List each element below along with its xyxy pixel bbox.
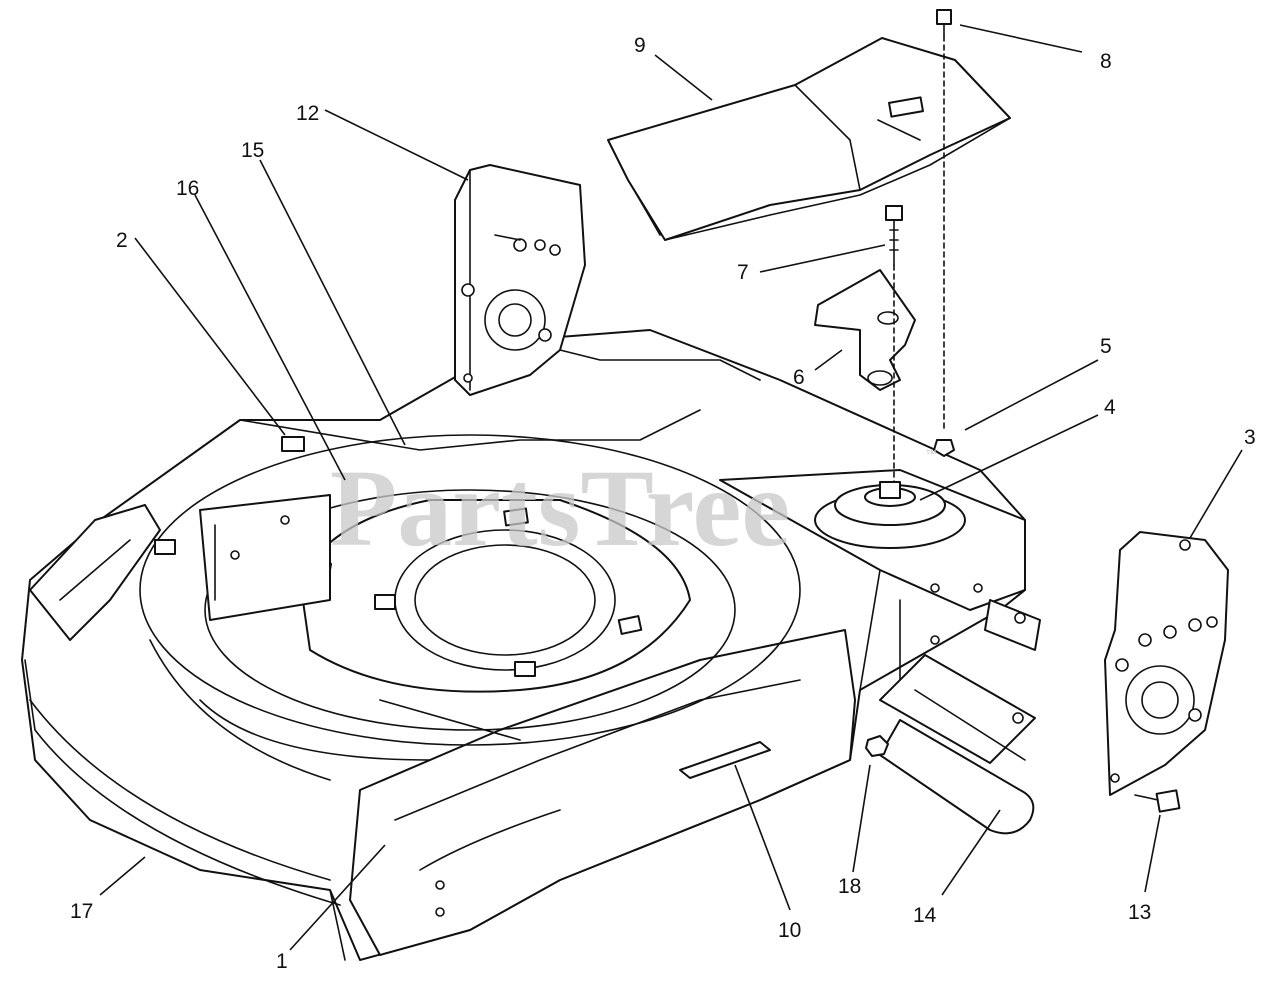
- leader-lines: [99, 24, 1243, 951]
- callout-9: 9: [634, 34, 646, 57]
- wheel-bracket-3: [1104, 531, 1229, 796]
- callout-16: 16: [176, 177, 199, 200]
- callout-6: 6: [793, 366, 805, 389]
- bolt-13: [1134, 789, 1181, 813]
- callout-15: 15: [241, 139, 264, 162]
- watermark-trademark: ™: [925, 447, 937, 461]
- callout-18: 18: [838, 875, 861, 898]
- callout-8: 8: [1100, 50, 1112, 73]
- left-baffle: [154, 436, 331, 621]
- wheel-bracket-12: [454, 164, 586, 396]
- cover-9: [607, 37, 1011, 241]
- pulley-4: [814, 481, 966, 549]
- callout-7: 7: [737, 261, 749, 284]
- callout-5: 5: [1100, 335, 1112, 358]
- callout-13: 13: [1128, 901, 1151, 924]
- bolt-8: [936, 9, 952, 37]
- nut-18: [865, 735, 889, 757]
- watermark: PartsTree ™: [330, 447, 937, 569]
- nut-5: [933, 439, 955, 457]
- callout-1: 1: [276, 950, 288, 973]
- watermark-text: PartsTree: [330, 447, 790, 569]
- callout-labels: 1 2 3 4 5 6 7 8 9 10 12 13 14 15 16 17 1…: [70, 34, 1256, 973]
- axle-14: [879, 599, 1041, 835]
- deck-inner-ring: [139, 434, 801, 781]
- callout-2: 2: [116, 229, 128, 252]
- callout-3: 3: [1244, 426, 1256, 449]
- callout-10: 10: [778, 919, 801, 942]
- callout-12: 12: [296, 102, 319, 125]
- bolt-7: [885, 205, 903, 266]
- callout-4: 4: [1104, 396, 1116, 419]
- callout-14: 14: [913, 904, 937, 927]
- bracket-6: [814, 269, 916, 391]
- callout-17: 17: [70, 900, 93, 923]
